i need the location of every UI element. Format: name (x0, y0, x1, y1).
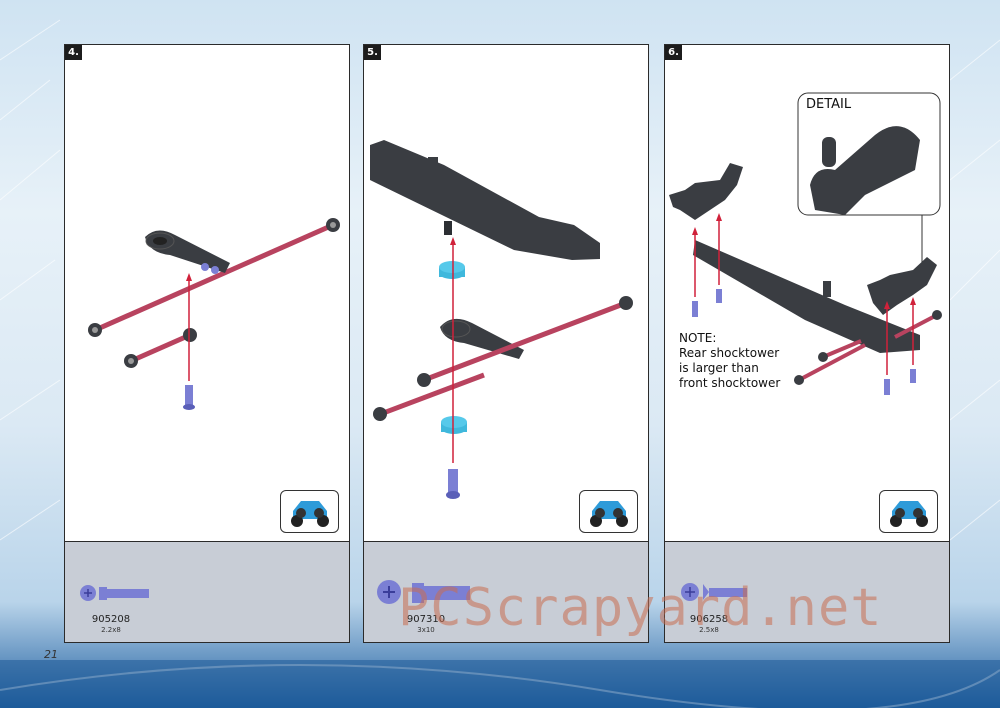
step-4-panel: 4. 905208 2 (64, 44, 350, 643)
part-code: 907310 (406, 614, 446, 625)
watermark: PCScrapyard.net (398, 578, 883, 638)
step-6-panel: 6. DETAIL NOTE: Rear (664, 44, 950, 643)
parts-box: 905208 2.2x8 (65, 541, 349, 642)
detail-label: DETAIL (806, 97, 852, 112)
part-size: 3x10 (417, 626, 435, 634)
screw-icon (681, 583, 747, 601)
car-icon (879, 490, 938, 533)
note-line: Rear shocktower (679, 346, 780, 360)
step-6-illustration (669, 92, 942, 395)
parts-box: 907310 3x10 (364, 541, 648, 642)
part-code: 906258 (689, 614, 729, 625)
car-icon (579, 490, 638, 533)
note-line: front shocktower (679, 376, 781, 390)
note-line: is larger than (679, 361, 759, 375)
note-line: NOTE: (679, 331, 717, 345)
car-icon (280, 490, 339, 533)
step-number: 4. (65, 45, 82, 60)
part-code: 905208 (91, 614, 131, 625)
screw-icon (80, 585, 149, 601)
page-number: 21 (44, 648, 58, 661)
step-number: 5. (364, 45, 381, 60)
note-text: NOTE: Rear shocktower is larger than fro… (679, 331, 780, 391)
step-5-panel: 5. (363, 44, 649, 643)
screw-icon (377, 580, 470, 604)
step-5-illustration (370, 140, 633, 499)
step-4-illustration (88, 218, 340, 410)
parts-box: 906258 2.5x8 (665, 541, 949, 642)
part-size: 2.2x8 (101, 626, 121, 634)
part-size: 2.5x8 (699, 626, 719, 634)
step-number: 6. (665, 45, 682, 60)
